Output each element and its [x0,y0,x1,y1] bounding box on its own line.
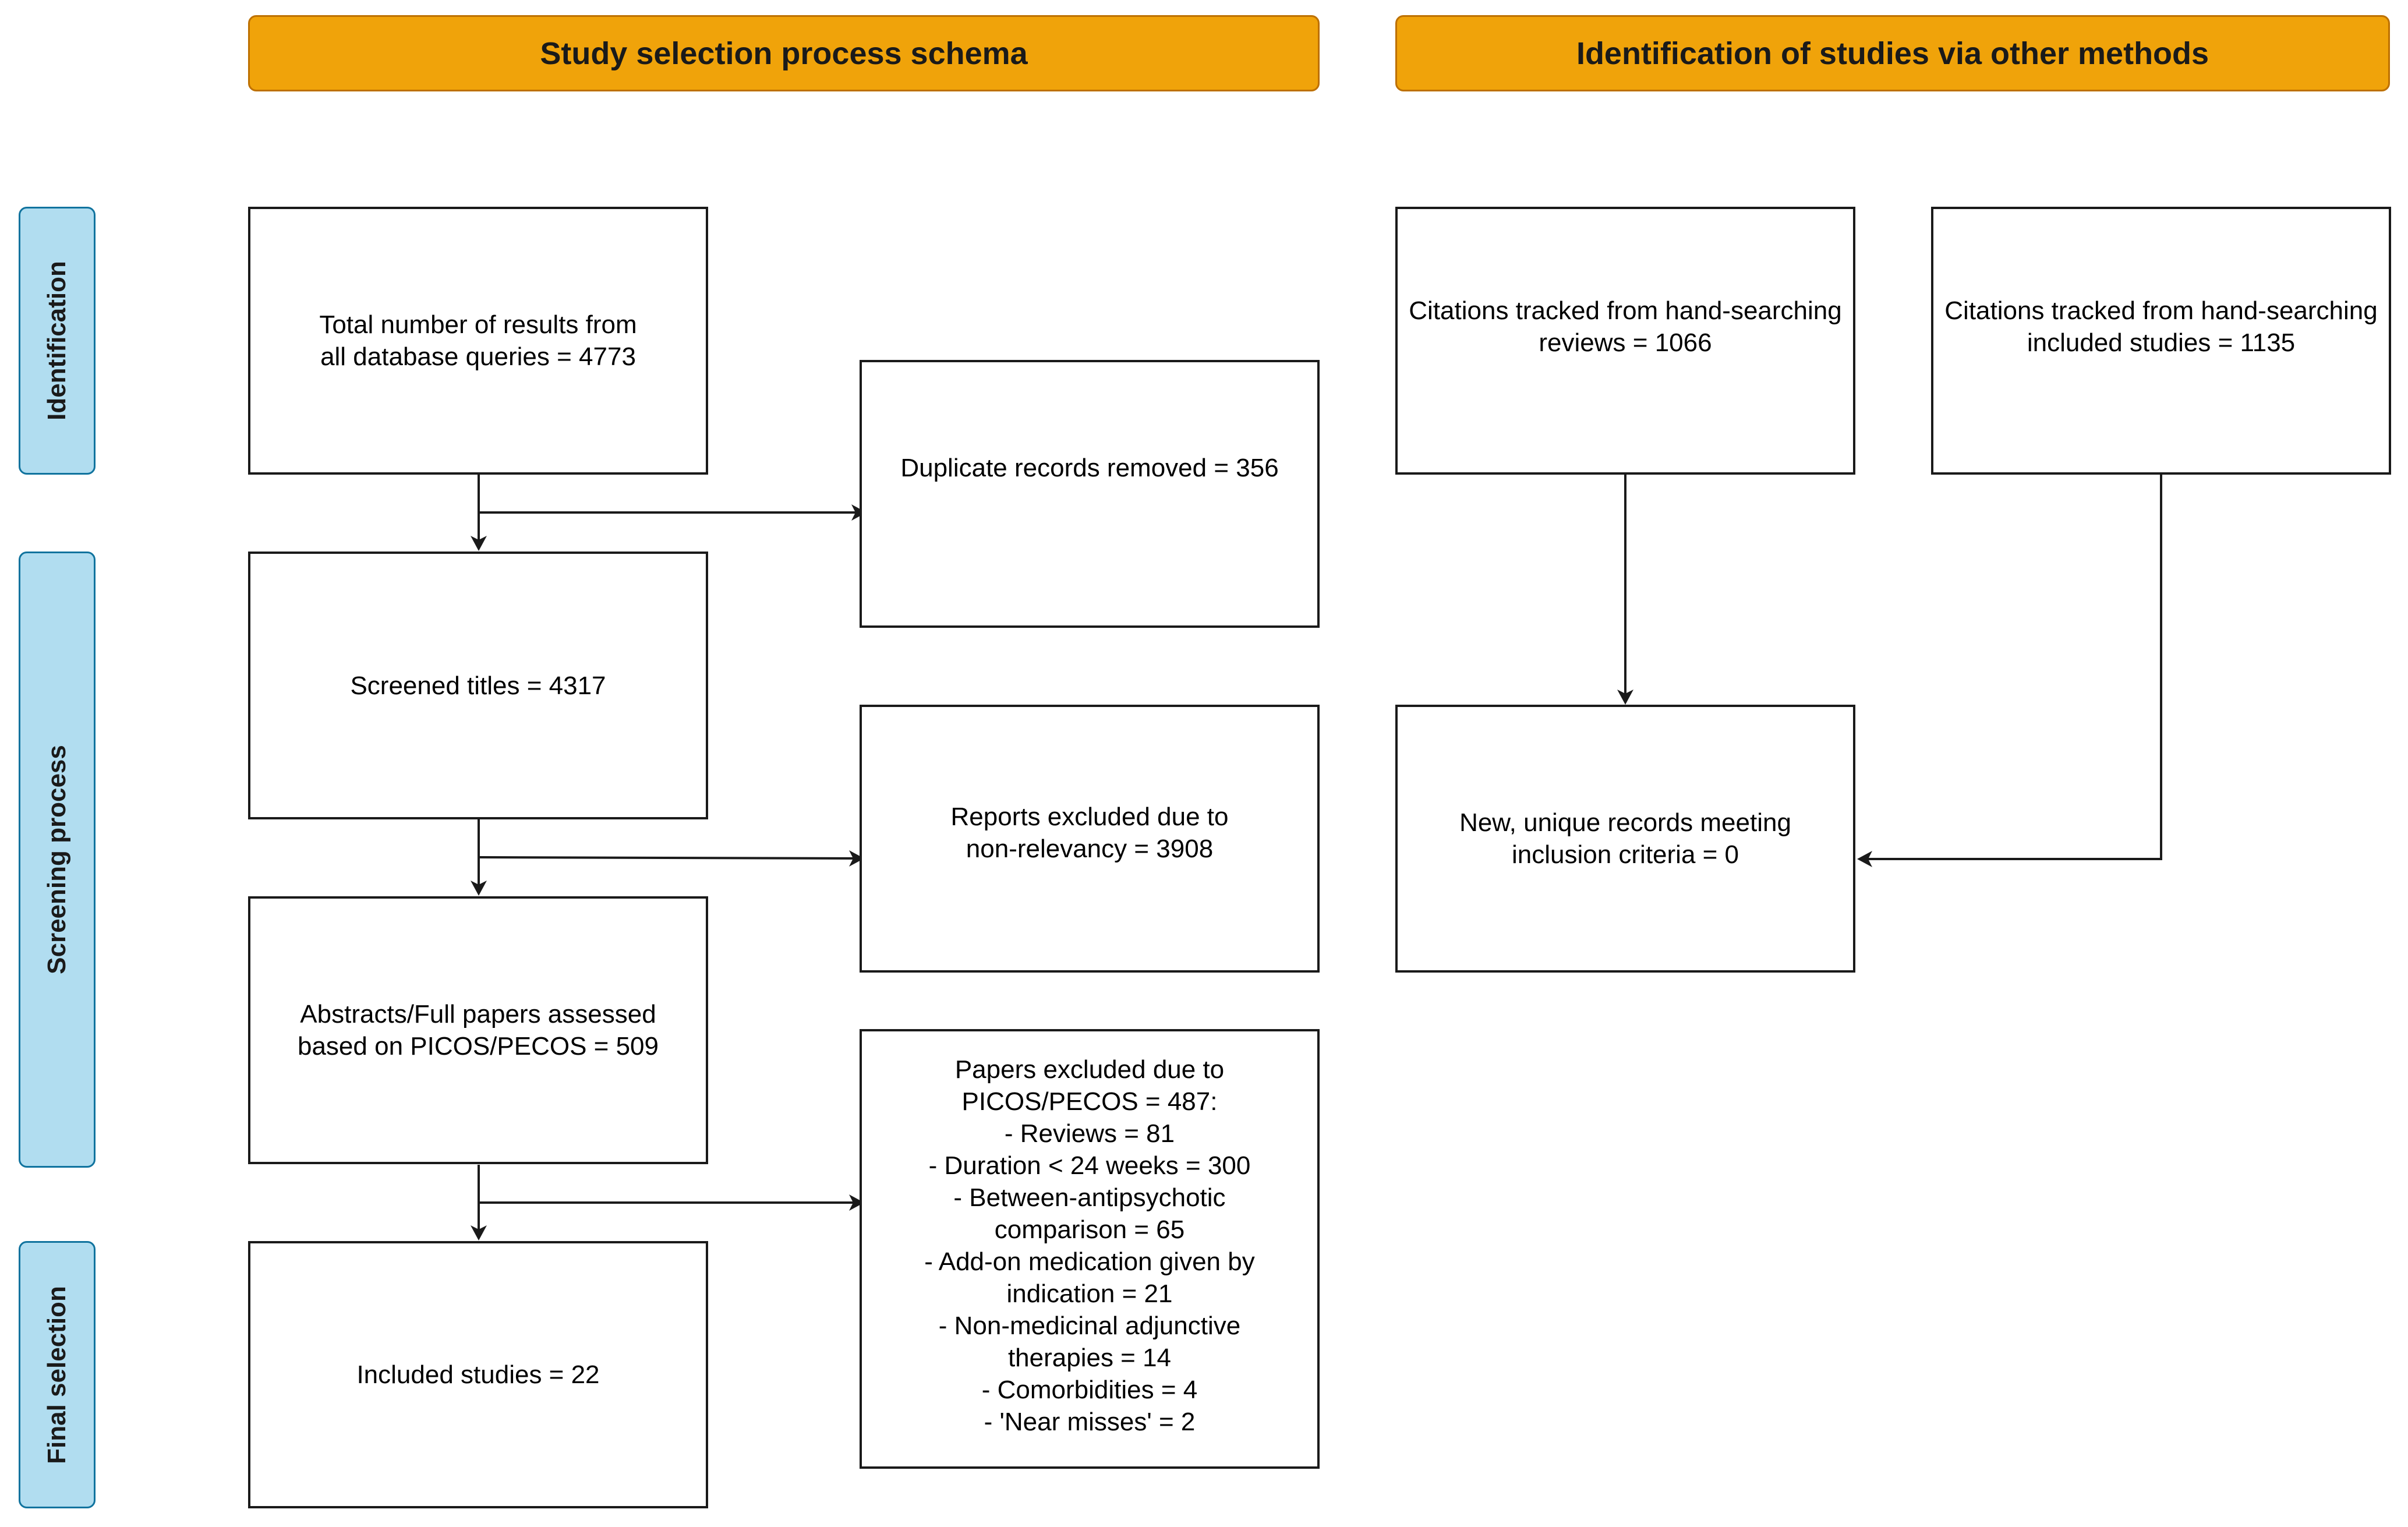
box-duplicates-removed: Duplicate records removed = 356 [860,360,1320,628]
box-screened-titles: Screened titles = 4317 [248,552,708,819]
box-new-unique-records-text: New, unique records meeting inclusion cr… [1459,808,1791,869]
phase-final-selection: Final selection [19,1241,96,1508]
header-study-selection: Study selection process schema [248,15,1320,91]
arrow-included-citations-to-new [1861,475,2162,860]
arrowhead-new-from-reviews [1617,690,1633,705]
arrowhead-excluded [849,850,864,867]
box-included-studies: Included studies = 22 [248,1241,708,1508]
box-papers-excluded: Papers excluded due to PICOS/PECOS = 487… [860,1029,1320,1469]
phase-screening: Screening process [19,552,96,1168]
phase-final-selection-label: Final selection [43,1285,71,1464]
box-citations-included: Citations tracked from hand-searching in… [1931,207,2391,475]
header-other-methods-text: Identification of studies via other meth… [1576,36,2209,71]
box-included-studies-text: Included studies = 22 [356,1360,600,1389]
box-citations-reviews: Citations tracked from hand-searching re… [1395,207,1855,475]
box-new-unique-records: New, unique records meeting inclusion cr… [1395,705,1855,973]
box-screened-titles-text: Screened titles = 4317 [350,671,606,700]
box-total-results: Total number of results from all databas… [248,207,708,475]
box-abstracts-assessed: Abstracts/Full papers assessed based on … [248,896,708,1164]
phase-screening-label: Screening process [43,745,71,974]
phase-identification: Identification [19,207,96,475]
box-abstracts-assessed-text: Abstracts/Full papers assessed based on … [297,1000,659,1061]
box-papers-excluded-text: Papers excluded due to PICOS/PECOS = 487… [924,1055,1255,1436]
arrowhead-papers-excluded [849,1194,864,1211]
header-other-methods: Identification of studies via other meth… [1395,15,2390,91]
arrowhead-abstracts [471,881,487,896]
box-excluded-non-relevancy-text: Reports excluded due to non-relevancy = … [950,803,1229,863]
arrow-screened-to-excluded [478,856,860,860]
header-study-selection-text: Study selection process schema [540,36,1028,71]
arrowhead-screened [471,536,487,551]
phase-identification-label: Identification [43,261,71,420]
box-excluded-non-relevancy: Reports excluded due to non-relevancy = … [860,705,1320,973]
box-citations-reviews-text: Citations tracked from hand-searching re… [1409,296,1842,357]
box-citations-included-text: Citations tracked from hand-searching in… [1944,296,2378,357]
arrowhead-duplicates [851,504,867,521]
arrowhead-included [471,1225,487,1240]
box-total-results-text: Total number of results from all databas… [319,310,637,371]
box-duplicates-removed-text: Duplicate records removed = 356 [900,453,1279,482]
arrowhead-new-from-included [1857,851,1872,867]
